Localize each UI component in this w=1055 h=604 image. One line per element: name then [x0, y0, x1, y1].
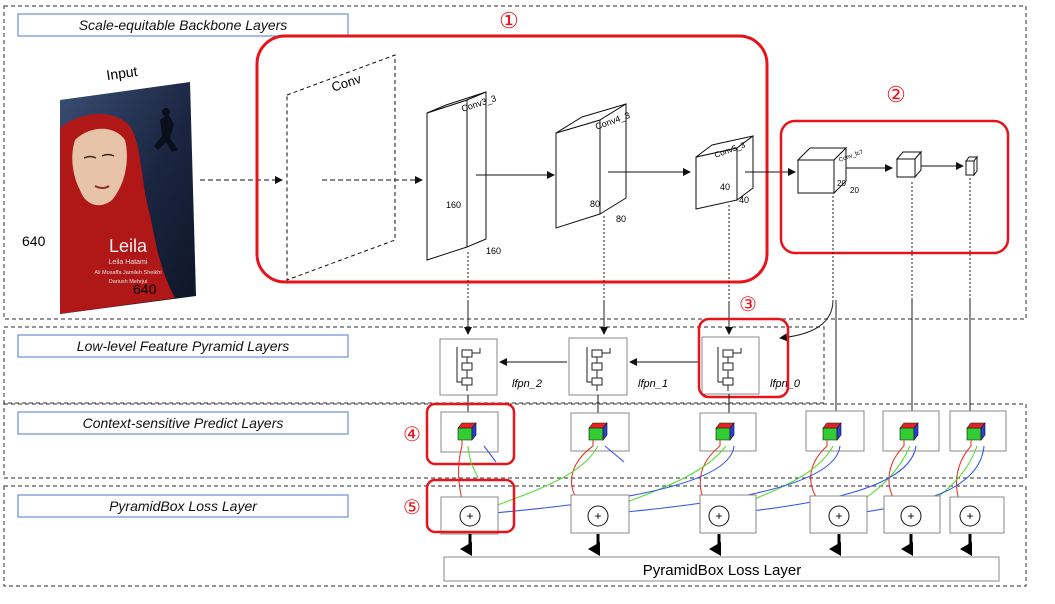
- fc7-block: [796, 146, 848, 195]
- poster-line3: Dariush Mehrjui: [109, 279, 148, 285]
- conv4-block: [555, 103, 627, 229]
- lfpn-module-1: [568, 337, 628, 396]
- loss-title: PyramidBox Loss Layer: [109, 498, 258, 514]
- predict-module-2: [570, 412, 630, 452]
- predict-modules: [440, 410, 1007, 453]
- backbone-title: Scale-equitable Backbone Layers: [79, 17, 288, 33]
- highlight-3: [697, 317, 790, 399]
- input-size-left: 640: [22, 233, 46, 249]
- predict-module-3: [699, 412, 757, 452]
- highlight-2: [779, 119, 1010, 255]
- lfpn-module-2: [439, 338, 498, 396]
- marker-3: ③: [739, 294, 757, 316]
- conv5-dim-a: 40: [720, 182, 730, 192]
- conv4-dim-b: 80: [616, 214, 626, 224]
- conv-slab: [286, 54, 396, 281]
- marker-1: ①: [499, 8, 519, 33]
- predict-title: Context-sensitive Predict Layers: [83, 415, 284, 431]
- highlight-5: [425, 478, 516, 534]
- plus-node-5: +: [900, 505, 922, 527]
- svg-text:+: +: [466, 509, 473, 523]
- backbone-frame: [3, 5, 1027, 320]
- plus-node-2: +: [587, 505, 609, 527]
- conv4-dim-a: 80: [590, 199, 600, 209]
- predict-module-6: [949, 410, 1007, 452]
- svg-text:+: +: [907, 509, 914, 523]
- marker-5: ⑤: [403, 497, 421, 519]
- poster-line2: Ali Mosaffa Jamileh Sheikhi: [94, 270, 161, 276]
- plus-node-6: +: [959, 505, 981, 527]
- loss-bar: [443, 556, 1000, 582]
- loss-modules: + + + + + +: [440, 494, 1005, 535]
- loss-bar-label: PyramidBox Loss Layer: [643, 562, 801, 579]
- predict-module-4: [805, 410, 865, 452]
- fc7-dim-a: 20: [837, 179, 846, 188]
- lfpn-1-label: lfpn_1: [638, 378, 668, 390]
- conv6-block: [895, 150, 923, 179]
- highlight-1: [255, 34, 769, 284]
- conv7-block: [965, 155, 978, 177]
- input-label: Input: [105, 63, 138, 83]
- conv-label: Conv: [330, 71, 364, 95]
- plus-node-4: +: [828, 505, 850, 527]
- conv3-block: [426, 91, 487, 261]
- plus-node-1: +: [459, 505, 481, 527]
- lfpn-2-label: lfpn_2: [512, 378, 542, 390]
- plus-node-3: +: [708, 505, 730, 527]
- marker-4: ④: [403, 424, 421, 446]
- predict-module-1: [440, 411, 499, 453]
- lfpn-module-0: [701, 336, 760, 395]
- fc7-dim-b: 20: [850, 186, 859, 195]
- lfpn-0-label: lfpn_0: [770, 378, 801, 390]
- conv5-dim-b: 40: [739, 195, 749, 205]
- poster-title: Leila: [109, 236, 148, 256]
- section-titles: Scale-equitable Backbone Layers Low-leve…: [17, 13, 349, 518]
- input-image: Input Leila Leila Hatami Ali Mosaffa Jam…: [22, 63, 196, 314]
- lfpn-title: Low-level Feature Pyramid Layers: [77, 338, 289, 354]
- conv3-dim-a: 160: [446, 200, 461, 210]
- conv5-block: [695, 135, 754, 210]
- svg-text:+: +: [594, 509, 601, 523]
- predict-module-5: [882, 410, 940, 452]
- svg-text:+: +: [715, 509, 722, 523]
- conv3-dim-b: 160: [486, 246, 501, 256]
- input-size-bottom: 640: [133, 281, 157, 297]
- svg-text:+: +: [966, 509, 973, 523]
- predict-frame: [3, 403, 1027, 479]
- to-loss-bar: [460, 534, 972, 556]
- backbone-to-lfpn: [464, 178, 974, 425]
- lfpn-modules: lfpn_2 lfpn_1 lfpn_0: [439, 336, 801, 396]
- marker-2: ②: [886, 82, 906, 107]
- lfpn-frame: [3, 326, 825, 404]
- svg-text:+: +: [835, 509, 842, 523]
- poster-line1: Leila Hatami: [109, 259, 148, 266]
- highlight-4: [425, 402, 516, 466]
